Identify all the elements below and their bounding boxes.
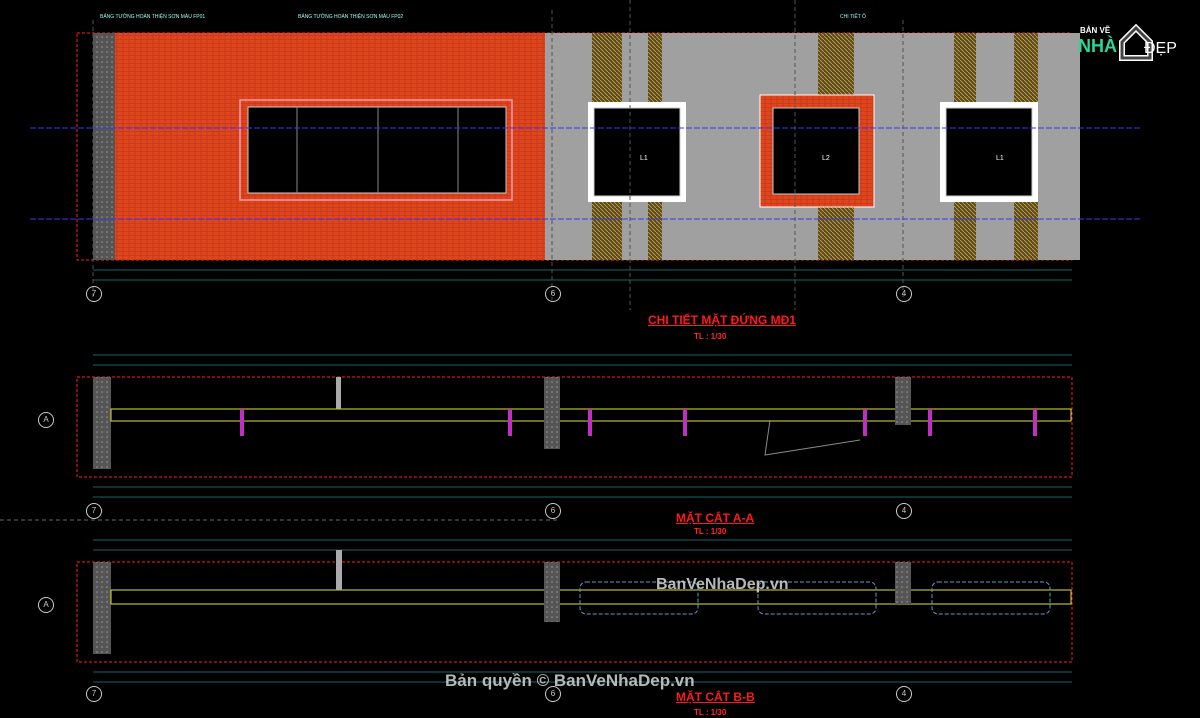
- row-axis-a: A: [38, 597, 54, 613]
- grid-axis-6: 6: [545, 503, 561, 519]
- annotation: CHI TIẾT Ô: [840, 14, 866, 20]
- grid-axis-4: 4: [896, 503, 912, 519]
- section-a-scale: TL : 1/30: [694, 527, 727, 536]
- section-b-b: [0, 519, 1073, 683]
- section-b-title: MẶT CẮT B-B: [676, 690, 755, 704]
- annotation: BẢNG TƯỜNG HOÀN THIỆN SƠN MÀU FP02: [298, 14, 404, 20]
- grid-axis-6: 6: [545, 286, 561, 302]
- elevation-scale: TL : 1/30: [694, 332, 727, 341]
- watermark: BanVeNhaDep.vn: [656, 576, 789, 593]
- window-label: L1: [996, 155, 1004, 162]
- grid-axis-7: 7: [86, 286, 102, 302]
- grid-axis-6: 6: [545, 686, 561, 702]
- grid-axis-4: 4: [896, 286, 912, 302]
- row-axis-a: A: [38, 412, 54, 428]
- section-a-a: [76, 354, 1073, 498]
- grid-axis-4: 4: [896, 686, 912, 702]
- grid-axis-7: 7: [86, 686, 102, 702]
- logo: BẢN VẼ NHÀ ĐẸP: [1078, 23, 1177, 61]
- section-a-title: MẶT CẮT A-A: [676, 511, 755, 525]
- annotation: BẢNG TƯỜNG HOÀN THIỆN SƠN MÀU FP01: [100, 14, 206, 20]
- elevation-view: [30, 0, 1140, 310]
- window-label: L2: [822, 155, 830, 162]
- copyright-watermark: Bản quyền © BanVeNhaDep.vn: [445, 671, 695, 690]
- elevation-title: CHI TIẾT MẶT ĐỨNG MĐ1: [648, 313, 796, 327]
- window-label: L1: [640, 155, 648, 162]
- grid-axis-7: 7: [86, 503, 102, 519]
- section-b-scale: TL : 1/30: [694, 708, 727, 717]
